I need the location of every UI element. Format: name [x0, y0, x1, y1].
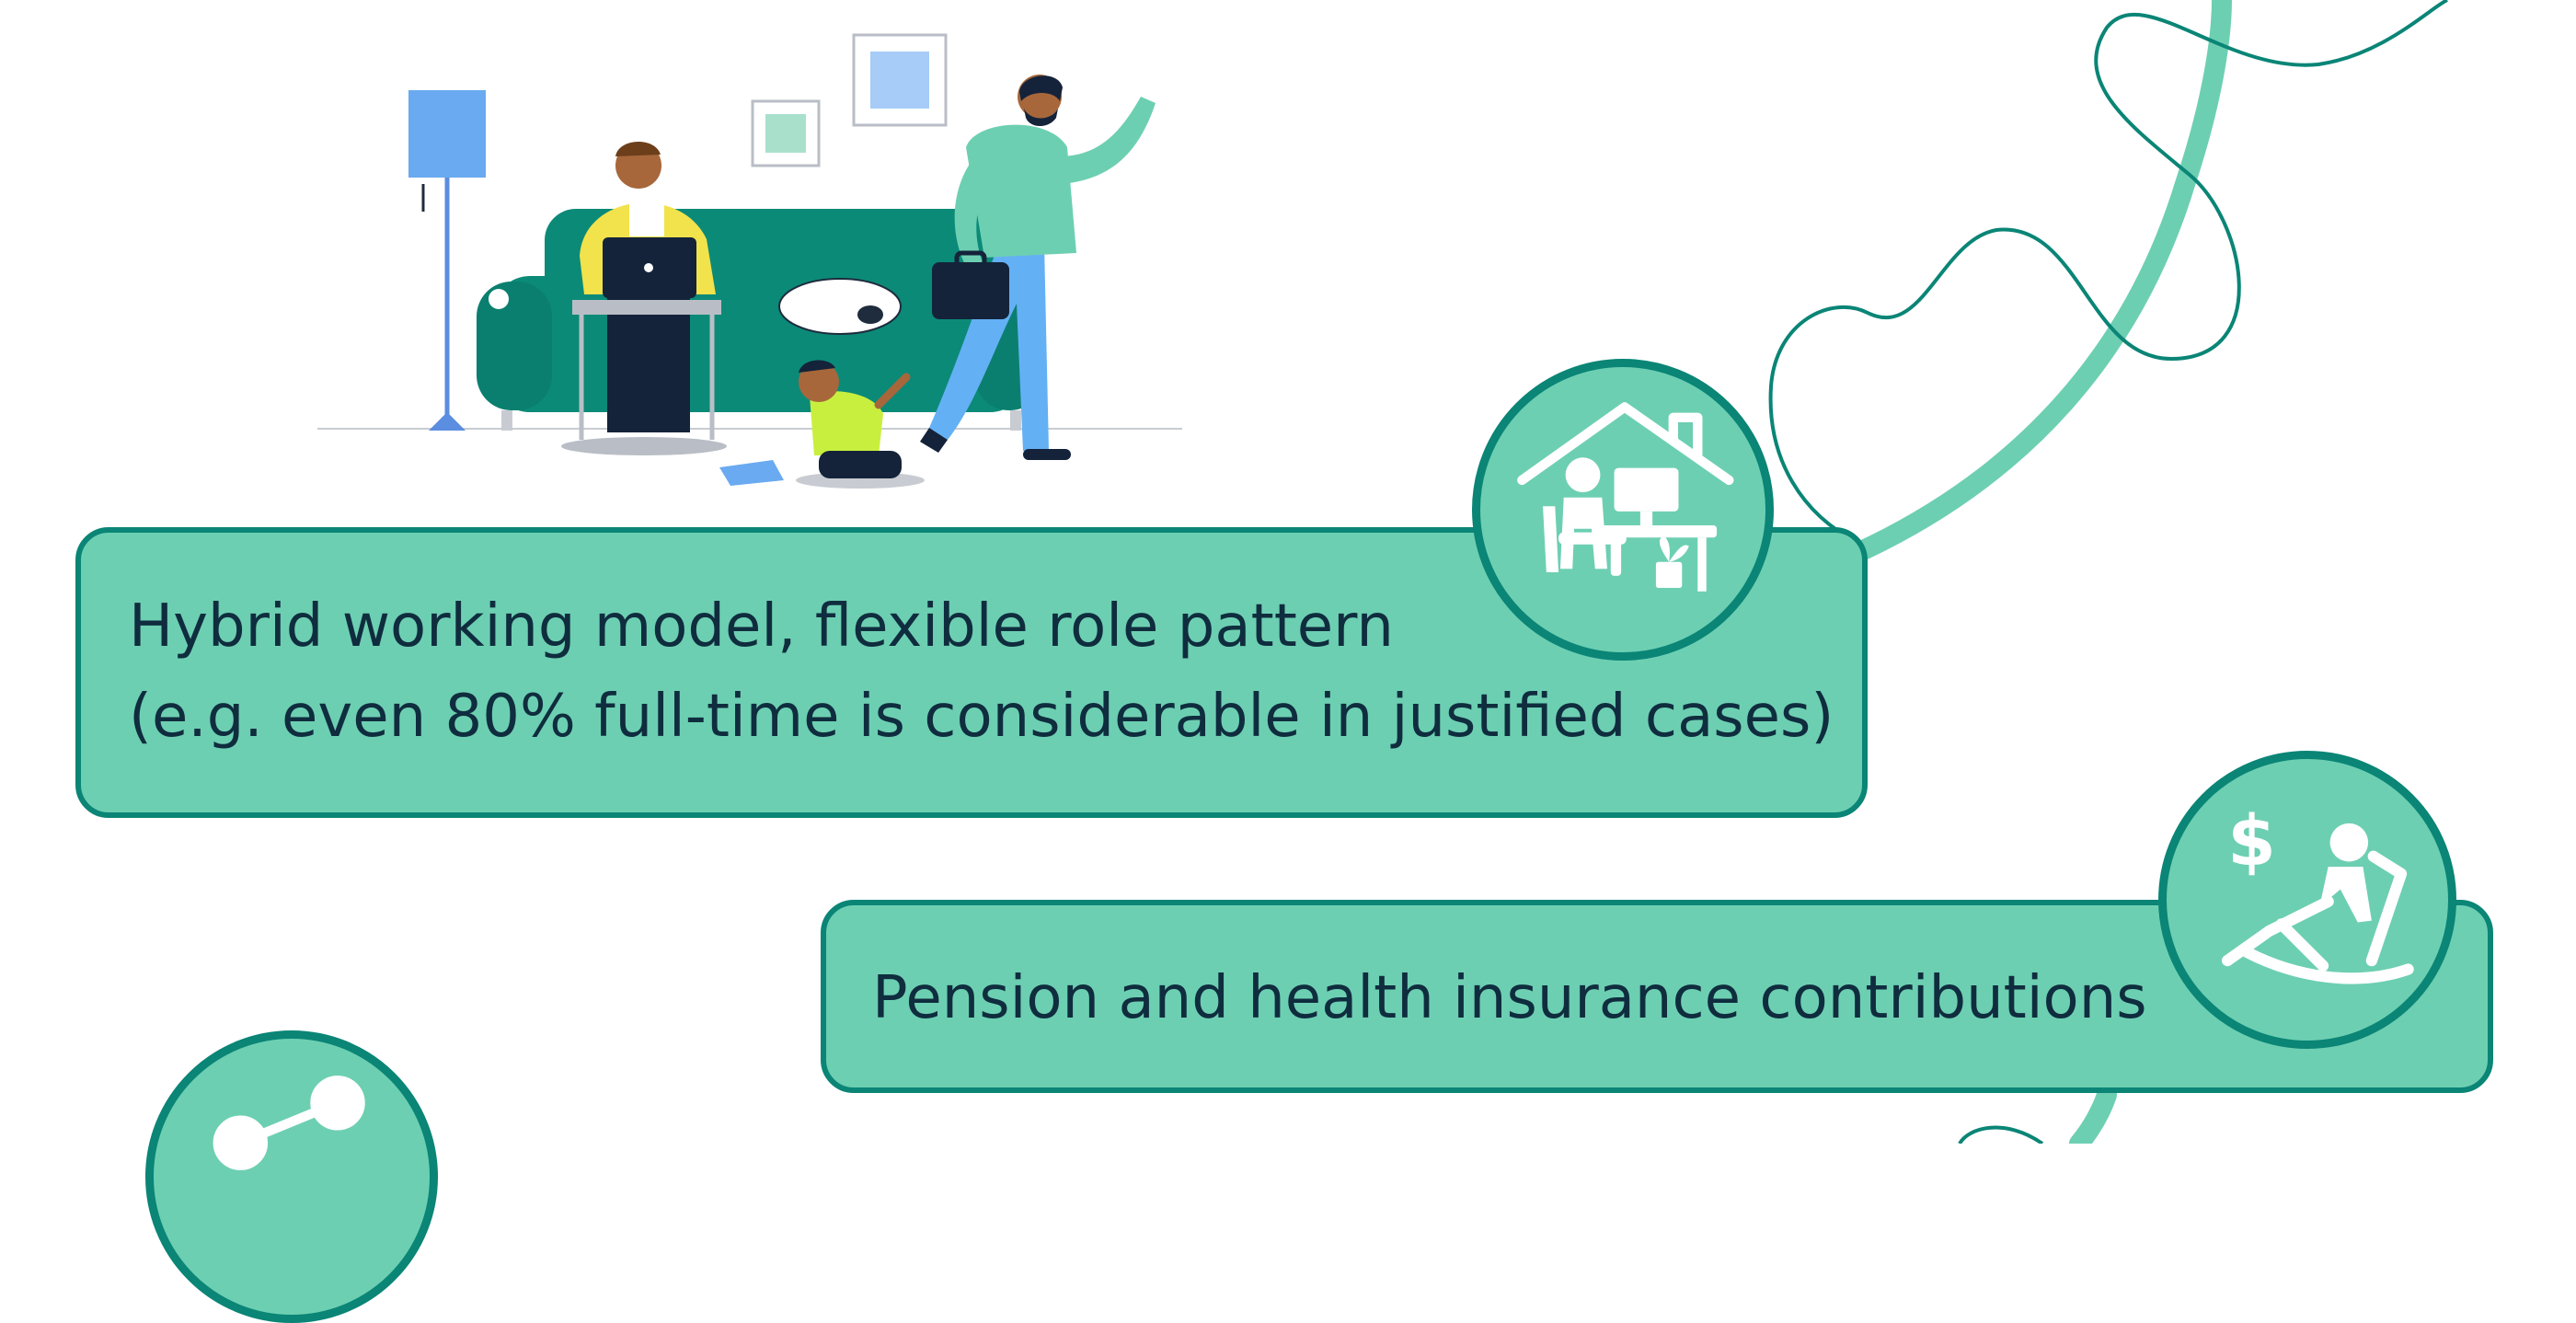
- man-torso: [966, 124, 1076, 258]
- man-legs: [929, 244, 1049, 451]
- share-network-icon-badge: [145, 1030, 438, 1323]
- woman-legs: [607, 294, 690, 432]
- bottom-thin-swirl: [1958, 1125, 2044, 1144]
- share-network-icon: [213, 1076, 365, 1170]
- lamp-shade: [408, 90, 486, 178]
- briefcase: [932, 262, 1009, 319]
- sleeping-cat: [778, 278, 902, 335]
- thin-swirl-line: [1768, 0, 2448, 545]
- child-head: [799, 362, 839, 402]
- decorative-swirls: [1768, 0, 2448, 1144]
- family-home-office-illustration: [317, 33, 1182, 489]
- benefit-text-line-1: Hybrid working model, flexible role patt…: [129, 592, 1394, 661]
- home-office-icon-badge: [1472, 359, 1774, 661]
- benefit-text-line-2: (e.g. even 80% full-time is considerable…: [129, 683, 1834, 751]
- man-arm: [954, 156, 994, 267]
- home-office-icon: [1517, 402, 1734, 592]
- svg-text:$: $: [2227, 800, 2276, 881]
- benefit-text-pension: Pension and health insurance contributio…: [872, 964, 2147, 1032]
- pension-icon-badge: $: [2158, 751, 2456, 1049]
- bottom-thick-swirl: [2069, 1085, 2117, 1144]
- thick-swirl-line: [1839, 0, 2232, 567]
- child-body: [810, 391, 883, 455]
- paper-on-floor: [719, 460, 784, 486]
- side-table: [572, 300, 721, 315]
- lamp-base: [429, 412, 466, 431]
- man-raised-arm: [1058, 97, 1156, 184]
- pension-rocking-chair-icon: $: [2221, 800, 2414, 984]
